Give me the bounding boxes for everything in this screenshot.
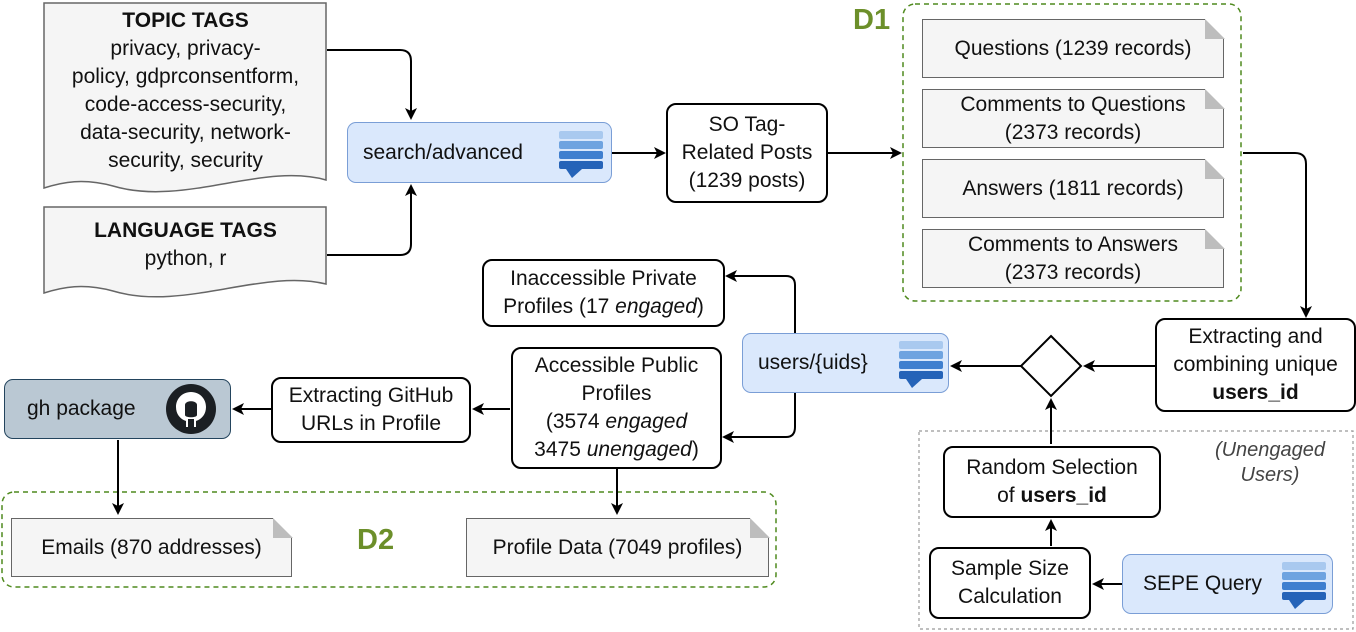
- d2-label: D2: [357, 524, 395, 556]
- so-posts-line: (1239 posts): [688, 169, 806, 192]
- language-tag-line: python, r: [144, 247, 227, 270]
- topic-tag-line: policy, gdprconsentform,: [71, 65, 300, 88]
- extract-users-node: Extracting and combining unique users_id: [1155, 318, 1356, 412]
- language-tags-doc: LANGUAGE TAGS python, r: [43, 215, 328, 275]
- sample-line: Calculation: [958, 585, 1062, 608]
- d2-emails: Emails (870 addresses): [11, 517, 293, 577]
- language-tags-title: LANGUAGE TAGS: [94, 219, 277, 242]
- gh-package-label: gh package: [27, 397, 136, 420]
- d1-item-line: Comments to Questions: [960, 92, 1186, 116]
- edge-topic-to-search: [327, 49, 417, 120]
- d1-container: [902, 3, 1242, 302]
- gh-urls-line: URLs in Profile: [300, 412, 442, 435]
- d2-profile-data: Profile Data (7049 profiles): [466, 517, 770, 577]
- d1-item-line: (2373 records): [1004, 120, 1142, 144]
- unengaged-container: [918, 430, 1354, 630]
- d2-container: [1, 491, 777, 588]
- topic-tag-line: code-access-security,: [84, 93, 287, 116]
- accessible-line: Profiles: [581, 382, 652, 405]
- topic-tags-doc: TOPIC TAGS privacy, privacy- policy, gdp…: [43, 6, 328, 176]
- d1-comments-answers: Comments to Answers (2373 records): [922, 228, 1225, 288]
- d1-item-line: (2373 records): [1004, 260, 1142, 284]
- inaccessible-engaged: engaged: [615, 295, 697, 318]
- accessible-profiles-node: Accessible Public Profiles (3574 engaged…: [511, 347, 722, 469]
- users-api-label: users/{uids}: [758, 351, 868, 374]
- search-advanced-node: search/advanced: [347, 122, 612, 183]
- gh-urls-node: Extracting GitHub URLs in Profile: [271, 377, 471, 443]
- accessible-line: 3475 unengaged): [534, 436, 699, 464]
- edge-d1-to-extract: [1243, 152, 1312, 318]
- d1-label: D1: [853, 4, 891, 36]
- d1-answers: Answers (1811 records): [922, 158, 1225, 218]
- topic-tag-line: privacy, privacy-: [110, 37, 261, 60]
- accessible-close: ): [691, 438, 699, 461]
- inaccessible-close: ): [696, 295, 704, 318]
- accessible-line: Accessible Public: [534, 354, 699, 377]
- d1-comments-questions: Comments to Questions (2373 records): [922, 88, 1225, 148]
- sample-line: Sample Size: [951, 557, 1069, 580]
- stackoverflow-icon: [899, 341, 943, 388]
- so-posts-line: Related Posts: [681, 141, 813, 164]
- users-api-node: users/{uids}: [742, 333, 949, 393]
- topic-tag-line: data-security, network-: [80, 121, 291, 144]
- extract-users-line: combining unique: [1173, 353, 1338, 376]
- edge-users-to-accessible: [722, 393, 796, 443]
- random-line: of users_id: [997, 482, 1107, 510]
- so-posts-node: SO Tag- Related Posts (1239 posts): [666, 103, 828, 203]
- unengaged-line: Users): [1240, 464, 1300, 486]
- d1-item-line: Answers (1811 records): [962, 176, 1184, 200]
- accessible-unengaged-count: 3475: [534, 438, 587, 461]
- gh-urls-line: Extracting GitHub: [288, 384, 454, 407]
- accessible-engaged-count: (3574: [545, 410, 606, 433]
- d2-emails-label: Emails (870 addresses): [41, 535, 262, 559]
- stackoverflow-icon: [559, 131, 603, 178]
- d2-profiles-label: Profile Data (7049 profiles): [492, 535, 743, 559]
- topic-tags-title: TOPIC TAGS: [122, 9, 249, 32]
- github-icon: [166, 384, 216, 434]
- sample-size-node: Sample Size Calculation: [929, 547, 1091, 619]
- topic-tags-doc-shape: [43, 2, 327, 193]
- topic-tag-line: security, security: [108, 149, 263, 172]
- d1-item-line: Comments to Answers: [967, 232, 1179, 256]
- extract-users-line: Extracting and: [1188, 325, 1323, 348]
- so-posts-line: SO Tag-: [708, 113, 786, 136]
- extract-users-id: users_id: [1212, 381, 1299, 404]
- random-line: Random Selection: [966, 456, 1138, 479]
- inaccessible-profiles-node: Inaccessible Private Profiles (17 engage…: [482, 259, 725, 327]
- sepe-query-label: SEPE Query: [1143, 572, 1263, 595]
- inaccessible-line: Inaccessible Private: [510, 267, 697, 290]
- inaccessible-count: Profiles (17: [503, 295, 616, 318]
- stackoverflow-icon: [1282, 562, 1326, 609]
- search-advanced-label: search/advanced: [363, 140, 523, 164]
- random-users-id: users_id: [1020, 484, 1107, 507]
- accessible-line: (3574 engaged: [546, 408, 687, 436]
- accessible-unengaged: unengaged: [586, 438, 692, 461]
- random-selection-node: Random Selection of users_id: [943, 446, 1161, 518]
- d1-questions: Questions (1239 records): [922, 18, 1225, 78]
- edge-language-to-search: [327, 184, 417, 256]
- gh-package-node: gh package: [4, 379, 231, 439]
- d1-item-line: Questions (1239 records): [954, 36, 1192, 60]
- accessible-engaged: engaged: [605, 410, 688, 433]
- unengaged-label: (Unengaged Users): [1205, 438, 1335, 488]
- unengaged-line: (Unengaged: [1214, 439, 1326, 461]
- inaccessible-line: Profiles (17 engaged): [503, 293, 704, 321]
- language-tags-doc-shape: [43, 206, 327, 298]
- merge-diamond: [1019, 334, 1083, 398]
- random-of: of: [997, 484, 1021, 507]
- edge-users-to-inaccessible: [725, 270, 796, 333]
- sepe-query-node: SEPE Query: [1122, 554, 1333, 614]
